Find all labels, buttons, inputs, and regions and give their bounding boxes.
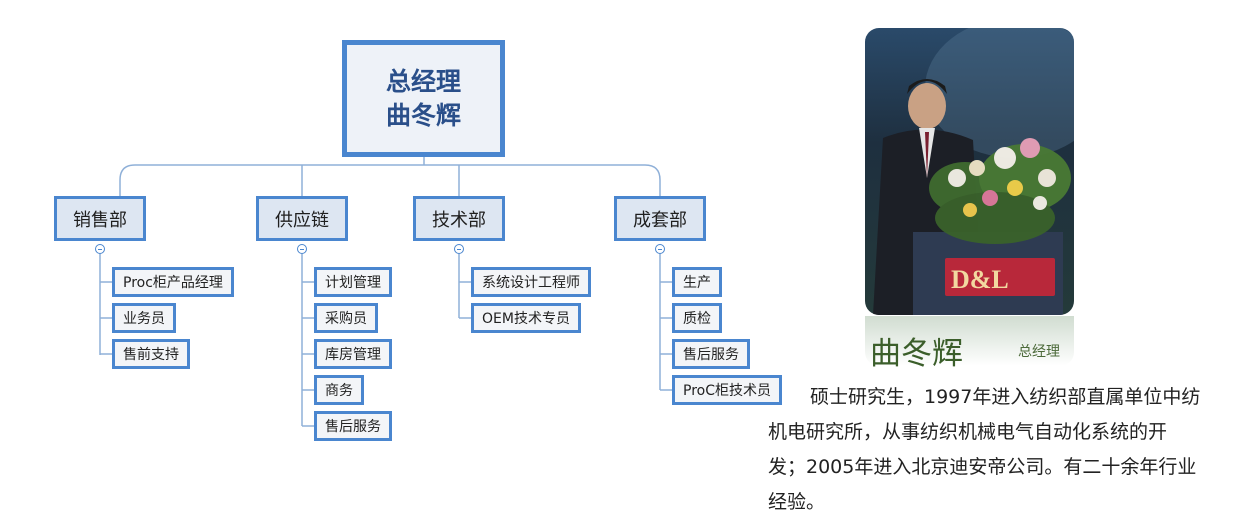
- podium-logo-text: D&L: [951, 265, 1009, 294]
- leaf-label: ProC柜技术员: [683, 383, 771, 399]
- leaf-node: OEM技术专员: [471, 303, 581, 333]
- leaf-label: 售后服务: [683, 347, 739, 363]
- leaf-node: 库房管理: [314, 339, 392, 369]
- leaf-node: 售后服务: [314, 411, 392, 441]
- leaf-label: OEM技术专员: [482, 311, 570, 327]
- dept-node-integration: 成套部: [614, 196, 706, 241]
- dept-node-supply-chain: 供应链: [256, 196, 348, 241]
- profile-bio: 硕士研究生，1997年进入纺织部直属单位中纺机电研究所，从事纺织机械电气自动化系…: [768, 386, 1201, 513]
- leaf-node: 采购员: [314, 303, 378, 333]
- profile-name: 曲冬辉: [870, 336, 963, 372]
- leaf-node: 系统设计工程师: [471, 267, 591, 297]
- leaf-node: 售后服务: [672, 339, 750, 369]
- leaf-label: 售前支持: [123, 347, 179, 363]
- leaf-node: ProC柜技术员: [672, 375, 782, 405]
- dept-node-technology: 技术部: [413, 196, 505, 241]
- leaf-node: 质检: [672, 303, 722, 333]
- collapse-toggle-icon[interactable]: [655, 244, 665, 254]
- leaf-label: 采购员: [325, 311, 367, 327]
- profile-photo-reflection: [865, 316, 1074, 366]
- profile-photo: D&L: [865, 28, 1074, 315]
- root-person-name: 曲冬辉: [385, 100, 461, 130]
- leaf-node: 生产: [672, 267, 722, 297]
- leaf-node: 计划管理: [314, 267, 392, 297]
- profile-title: 总经理: [1018, 344, 1060, 360]
- root-title: 总经理: [385, 66, 461, 96]
- leaf-label: 生产: [683, 275, 711, 291]
- leaf-node: 业务员: [112, 303, 176, 333]
- dept-label: 成套部: [633, 209, 687, 231]
- dept-label: 供应链: [275, 209, 329, 231]
- dept-node-sales: 销售部: [54, 196, 146, 241]
- leaf-label: 质检: [683, 311, 711, 327]
- leaf-label: 系统设计工程师: [482, 275, 580, 291]
- collapse-toggle-icon[interactable]: [95, 244, 105, 254]
- speaker-illustration: D&L: [873, 28, 1074, 315]
- collapse-toggle-icon[interactable]: [297, 244, 307, 254]
- leaf-node: Proc柜产品经理: [112, 267, 234, 297]
- leaf-label: 商务: [325, 383, 353, 399]
- leaf-label: 售后服务: [325, 419, 381, 435]
- dept-label: 技术部: [432, 209, 486, 231]
- leaf-label: Proc柜产品经理: [123, 275, 223, 291]
- leaf-node: 售前支持: [112, 339, 190, 369]
- leaf-label: 业务员: [123, 311, 165, 327]
- leaf-label: 库房管理: [325, 347, 381, 363]
- dept-label: 销售部: [73, 209, 127, 231]
- collapse-toggle-icon[interactable]: [454, 244, 464, 254]
- leaf-label: 计划管理: [325, 275, 381, 291]
- root-node-general-manager: 总经理 曲冬辉: [342, 40, 505, 157]
- leaf-node: 商务: [314, 375, 364, 405]
